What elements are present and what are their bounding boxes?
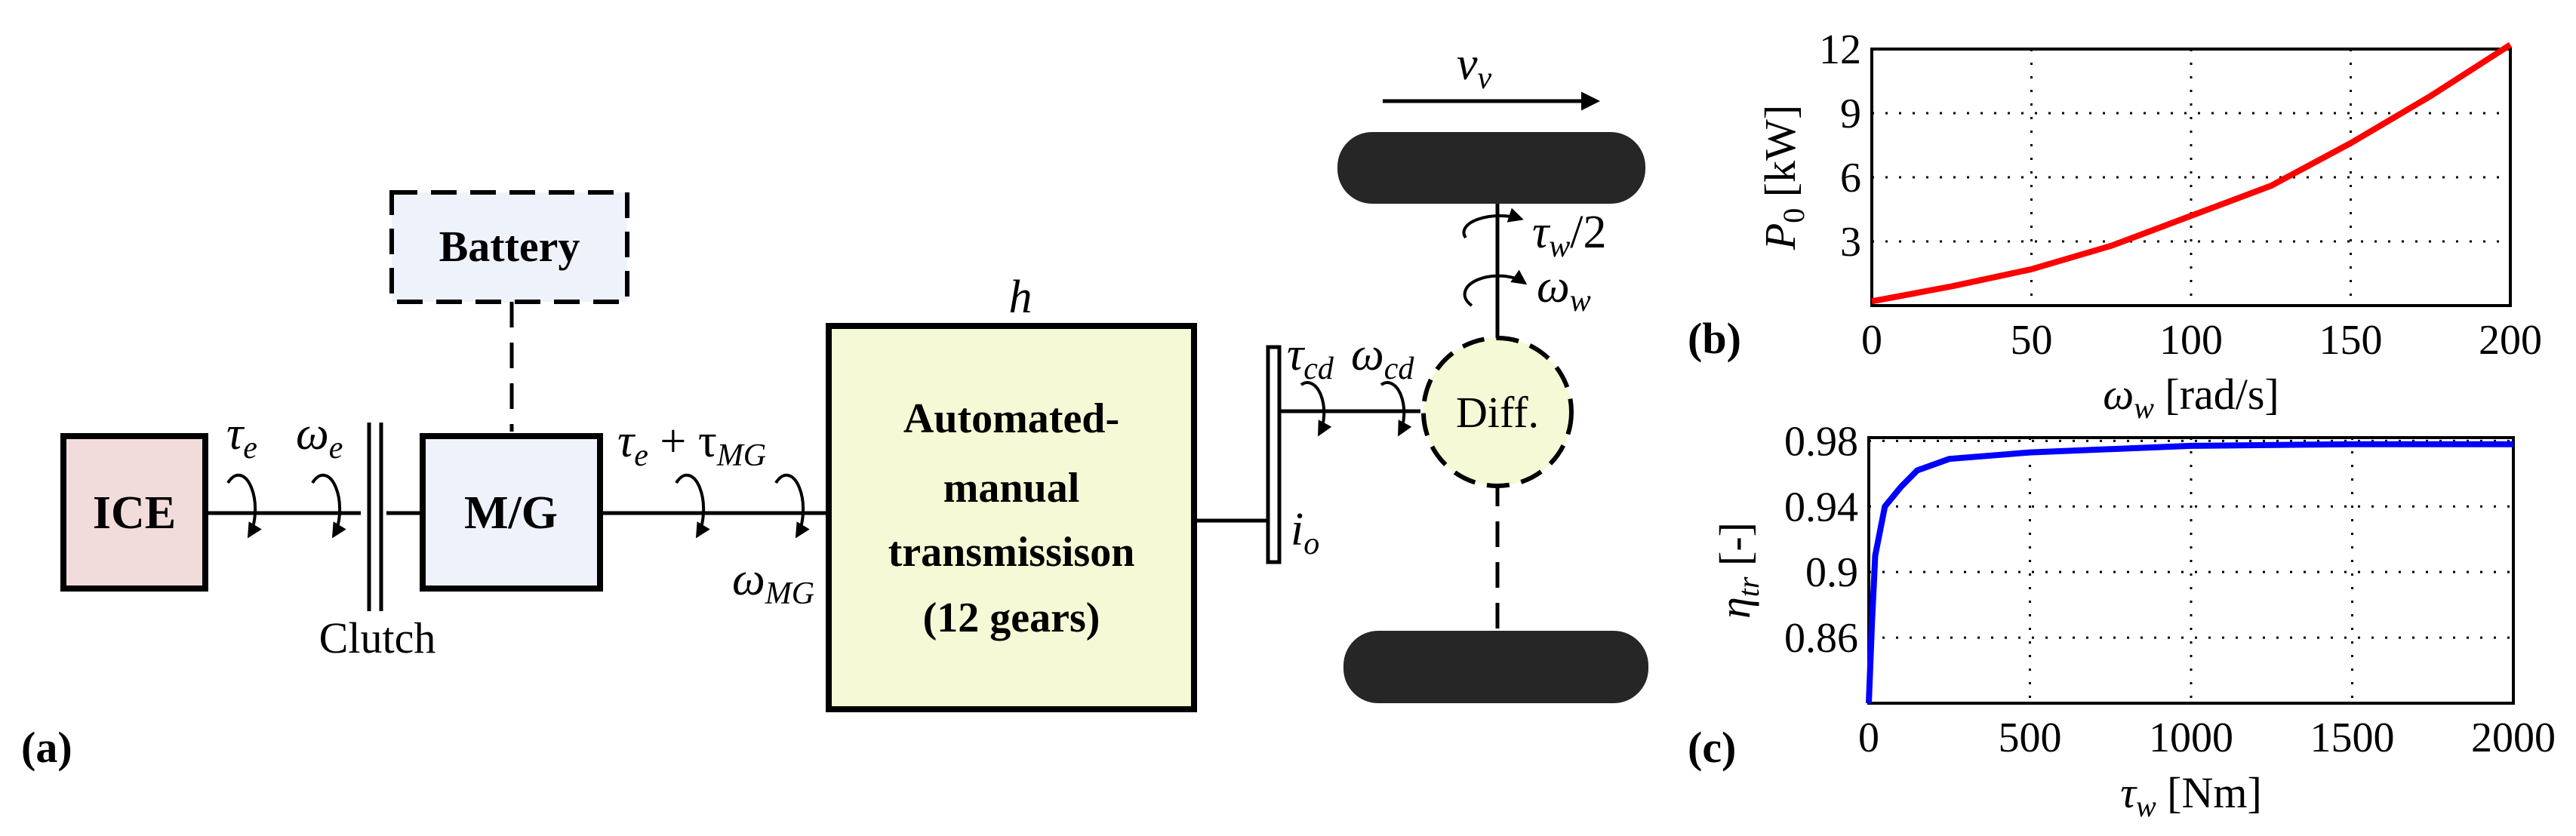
chart-b-xticks: 0 50 100 150 200 (1861, 317, 2542, 364)
y-tick-label: 0.94 (1784, 484, 1858, 530)
chart-c-ylabel: ηtr [-] (1710, 522, 1765, 619)
svg-text:manual: manual (943, 465, 1080, 512)
svg-text:(12 gears): (12 gears) (923, 595, 1100, 641)
y-tick-label: 3 (1840, 219, 1861, 266)
panel-a-label: (a) (21, 723, 72, 772)
mg-block (420, 433, 603, 592)
chart-b-ylabel: P0 [kW] (1756, 105, 1811, 250)
chart-c-xticks: 0 500 1000 1500 2000 (1858, 715, 2556, 761)
wheel-rear (1343, 631, 1648, 703)
omega-w-label: ωw (1537, 261, 1591, 318)
chart-c-yticks: 0.86 0.9 0.94 0.98 (1784, 418, 1858, 662)
y-tick-label: 9 (1840, 91, 1861, 137)
transmission-symbol: h (1009, 272, 1033, 323)
clutch (367, 423, 383, 611)
final-drive-gear (1266, 345, 1282, 564)
rotation-arrows (226, 207, 1528, 539)
chart-c-series-line (1866, 441, 2513, 704)
chart-b: 0 50 100 150 200 3 6 9 12 ωw [rad/s] P0 [kW] (b… (1688, 26, 2542, 425)
omega-mg-label: ωMG (732, 554, 814, 611)
chart-c: 0 500 1000 1500 2000 0.86 0.9 0.94 0.98 τw [Nm]… (1688, 418, 2556, 823)
y-tick-label: 6 (1840, 155, 1861, 201)
transmission-label: Automated- manual transmissison (12 gear… (888, 395, 1135, 641)
y-tick-label: 0.9 (1805, 549, 1858, 596)
x-tick-label: 50 (2011, 317, 2053, 364)
svg-text:transmissison: transmissison (888, 529, 1135, 576)
y-tick-label: 12 (1819, 26, 1861, 73)
x-tick-label: 1000 (2149, 715, 2233, 761)
battery-block (389, 190, 629, 304)
omega-e-label: ωe (296, 408, 343, 466)
x-tick-label: 0 (1861, 317, 1882, 364)
x-tick-label: 2000 (2471, 715, 2556, 761)
y-tick-label: 0.98 (1784, 418, 1858, 465)
x-tick-label: 150 (2319, 317, 2383, 364)
x-tick-label: 1500 (2310, 715, 2395, 761)
transmission-block (826, 323, 1197, 712)
wheel-front (1337, 132, 1645, 204)
tau-cd-label: τcd (1287, 329, 1334, 386)
i-o-label: io (1291, 504, 1319, 561)
powertrain-diagram: ICE M/G Battery h Automated- manual tran… (21, 38, 1648, 772)
x-tick-label: 100 (2159, 317, 2223, 364)
chart-c-frame (1867, 436, 2515, 705)
battery-label: Battery (439, 222, 580, 271)
tau-e-label: τe (226, 408, 257, 466)
x-tick-label: 500 (1999, 715, 2062, 761)
x-tick-label: 0 (1858, 715, 1879, 761)
torque-sum-label: τe + τMG (617, 416, 766, 473)
ice-label: ICE (93, 487, 176, 539)
chart-b-xlabel: ωw [rad/s] (2103, 370, 2279, 425)
clutch-label: Clutch (319, 613, 436, 662)
ice-block (60, 433, 208, 592)
diff-label: Diff. (1456, 388, 1539, 437)
velocity-label: vv (1457, 38, 1492, 96)
omega-cd-label: ωcd (1351, 329, 1414, 386)
chart-c-xlabel: τw [Nm] (2120, 768, 2262, 823)
y-tick-label: 0.86 (1784, 615, 1858, 662)
panel-c-label: (c) (1688, 723, 1736, 772)
chart-b-grid (1872, 49, 2510, 306)
mg-label: M/G (464, 487, 558, 539)
shafts (205, 302, 1500, 634)
panel-b-label: (b) (1688, 314, 1741, 363)
x-tick-label: 200 (2479, 317, 2542, 364)
tau-w-label: τw/2 (1532, 207, 1606, 264)
chart-c-grid (1869, 438, 2513, 703)
svg-text:Automated-: Automated- (903, 395, 1119, 442)
chart-b-yticks: 3 6 9 12 (1819, 26, 1861, 266)
chart-b-series-line (1871, 41, 2513, 305)
